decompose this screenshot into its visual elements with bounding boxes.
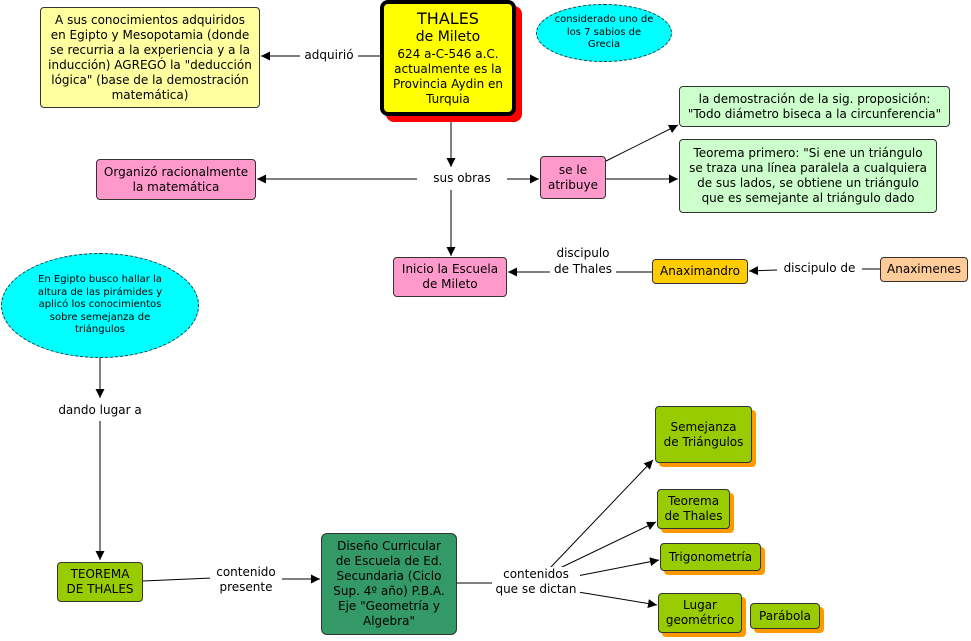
discipulo-thales-text: discipulo de Thales bbox=[553, 246, 613, 276]
contenidos-text: contenidos que se dictan bbox=[495, 567, 577, 596]
se-le-atribuye-text: se le atribuye bbox=[547, 162, 599, 192]
link-label-contenido-presente: contenido presente bbox=[210, 565, 282, 595]
trigonometria-node[interactable]: Trigonometría bbox=[660, 543, 761, 571]
teorema-thales-node[interactable]: TEOREMA DE THALES bbox=[57, 562, 143, 602]
link-label-discipulo-de: discipulo de bbox=[777, 261, 862, 276]
lugar-node[interactable]: Lugar geométrico bbox=[658, 593, 742, 633]
egipto-text: En Egipto busco hallar la altura de las … bbox=[37, 274, 163, 336]
teorema-thales2-text: Teorema de Thales bbox=[664, 494, 723, 523]
trigonometria-text: Trigonometría bbox=[668, 549, 753, 564]
thales-line-3: actualmente es la bbox=[394, 61, 502, 76]
thales-node[interactable]: THALES de Mileto 624 a-C-546 a.C. actual… bbox=[380, 0, 516, 116]
teorema-primero-text: Teorema primero: "Si ene un triángulo se… bbox=[689, 146, 927, 205]
organizo-text: Organizó racionalmente la matemática bbox=[103, 164, 249, 194]
anaximenes-text: Anaximenes bbox=[887, 262, 961, 276]
escuela-text: Inicio la Escuela de Mileto bbox=[401, 262, 499, 291]
link-label-adquirio: adquirió bbox=[300, 48, 358, 63]
diseno-node[interactable]: Diseño Curricular de Escuela de Ed. Secu… bbox=[321, 533, 457, 635]
link-label-discipulo-thales: discipulo de Thales bbox=[550, 246, 616, 278]
escuela-node[interactable]: Inicio la Escuela de Mileto bbox=[393, 257, 507, 297]
teorema-primero-node[interactable]: Teorema primero: "Si ene un triángulo se… bbox=[679, 139, 937, 213]
parabola-text: Parábola bbox=[759, 608, 811, 623]
se-le-atribuye-node[interactable]: se le atribuye bbox=[540, 156, 606, 199]
lugar-text: Lugar geométrico bbox=[665, 598, 735, 627]
demostracion-node[interactable]: la demostración de la sig. proposición: … bbox=[679, 86, 950, 127]
thales-line-5: Turquia bbox=[426, 91, 470, 106]
teorema-thales2-node[interactable]: Teorema de Thales bbox=[657, 489, 730, 529]
diseno-text: Diseño Curricular de Escuela de Ed. Secu… bbox=[333, 539, 445, 628]
sabios-node[interactable]: considerado uno de los 7 sabios de Greci… bbox=[536, 4, 672, 62]
thales-dates: 624 a-C-546 a.C. bbox=[397, 46, 499, 61]
link-label-contenidos: contenidos que se dictan bbox=[492, 567, 580, 597]
semejanza-node[interactable]: Semejanza de Triángulos bbox=[655, 406, 752, 463]
thales-subtitle: de Mileto bbox=[415, 29, 481, 46]
link-label-sus-obras: sus obras bbox=[417, 171, 507, 186]
anaximandro-node[interactable]: Anaximandro bbox=[652, 259, 748, 284]
teorema-thales-text: TEOREMA DE THALES bbox=[66, 567, 134, 596]
conocimientos-text: A sus conocimientos adquiridos en Egipto… bbox=[48, 12, 252, 102]
sabios-text: considerado uno de los 7 sabios de Greci… bbox=[554, 14, 654, 51]
thales-line-4: Provincia Aydin en bbox=[392, 76, 504, 91]
demostracion-text: la demostración de la sig. proposición: … bbox=[687, 91, 942, 121]
link-label-dando-lugar: dando lugar a bbox=[50, 403, 150, 418]
parabola-node[interactable]: Parábola bbox=[750, 603, 820, 629]
thales-title: THALES bbox=[417, 9, 479, 29]
egipto-node[interactable]: En Egipto busco hallar la altura de las … bbox=[1, 253, 199, 358]
semejanza-text: Semejanza de Triángulos bbox=[663, 419, 744, 449]
anaximenes-node[interactable]: Anaximenes bbox=[880, 257, 968, 282]
anaximandro-text: Anaximandro bbox=[660, 264, 740, 278]
contenido-presente-text: contenido presente bbox=[216, 565, 276, 594]
conocimientos-node[interactable]: A sus conocimientos adquiridos en Egipto… bbox=[40, 7, 260, 108]
organizo-node[interactable]: Organizó racionalmente la matemática bbox=[96, 159, 256, 200]
